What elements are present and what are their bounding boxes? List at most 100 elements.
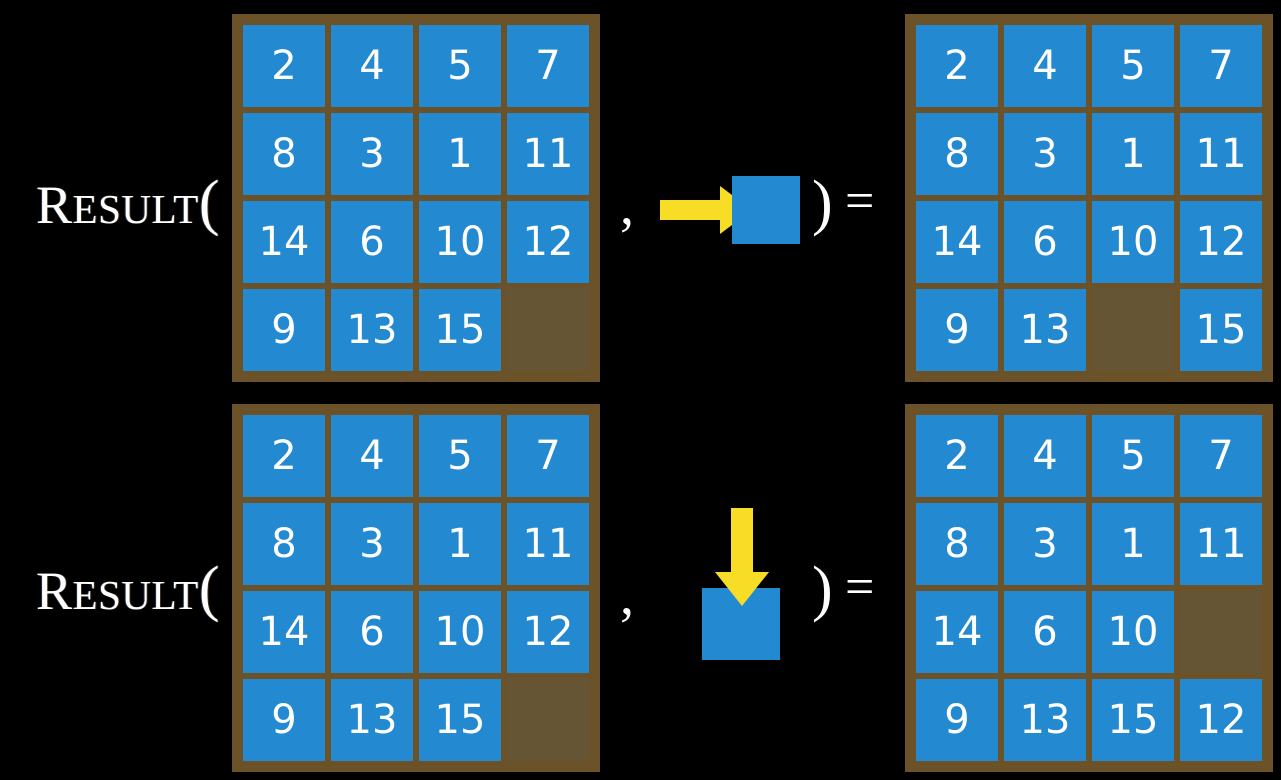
tile[interactable]: 2: [243, 25, 325, 107]
tile[interactable]: 7: [1180, 415, 1262, 497]
tile[interactable]: 4: [331, 25, 413, 107]
tile[interactable]: 13: [331, 289, 413, 371]
move-right-action: [648, 168, 808, 258]
tile[interactable]: 1: [419, 113, 501, 195]
tile[interactable]: 12: [1180, 201, 1262, 283]
tile[interactable]: 9: [916, 289, 998, 371]
input-board-row-1: 2 4 5 7 8 3 1 11 14 6 10 12 9 13 15: [232, 14, 600, 382]
tile[interactable]: 4: [1004, 415, 1086, 497]
result-label-row-2: RESULT(: [36, 558, 220, 622]
empty-cell[interactable]: [1180, 591, 1262, 673]
tile[interactable]: 3: [331, 503, 413, 585]
tile-number: 4: [1032, 43, 1058, 89]
tile[interactable]: 15: [1180, 289, 1262, 371]
tile[interactable]: 8: [243, 113, 325, 195]
tile[interactable]: 10: [1092, 591, 1174, 673]
empty-cell[interactable]: [1092, 289, 1174, 371]
tile[interactable]: 13: [1004, 679, 1086, 761]
tile-number: 2: [944, 43, 970, 89]
tile[interactable]: 5: [1092, 25, 1174, 107]
tile[interactable]: 14: [916, 591, 998, 673]
tile[interactable]: 9: [243, 289, 325, 371]
equation-row-2: RESULT( 2 4 5 7 8 3 1 11 14 6 10 12 9 13…: [0, 390, 1281, 780]
comma-separator-row-2: ,: [620, 565, 634, 627]
tile[interactable]: 6: [331, 591, 413, 673]
tile-number: 9: [271, 697, 297, 743]
tile-number: 7: [1208, 43, 1234, 89]
tile[interactable]: 15: [419, 289, 501, 371]
tile-number: 10: [434, 219, 486, 265]
tile-number: 9: [944, 307, 970, 353]
tile-number: 7: [535, 43, 561, 89]
tile[interactable]: 15: [1092, 679, 1174, 761]
tile-number: 13: [346, 307, 398, 353]
tile[interactable]: 3: [331, 113, 413, 195]
tile[interactable]: 6: [1004, 591, 1086, 673]
tile[interactable]: 5: [419, 415, 501, 497]
tile[interactable]: 11: [1180, 113, 1262, 195]
tile-number: 14: [258, 609, 310, 655]
tile[interactable]: 8: [916, 503, 998, 585]
tile[interactable]: 8: [916, 113, 998, 195]
tile-number: 8: [944, 521, 970, 567]
tile[interactable]: 5: [1092, 415, 1174, 497]
tile[interactable]: 15: [419, 679, 501, 761]
tile[interactable]: 1: [1092, 113, 1174, 195]
empty-cell[interactable]: [507, 289, 589, 371]
output-board-row-1: 2 4 5 7 8 3 1 11 14 6 10 12 9 13 15: [905, 14, 1273, 382]
tile[interactable]: 12: [1180, 679, 1262, 761]
result-rest-letters: ESULT: [72, 572, 199, 618]
tile[interactable]: 4: [1004, 25, 1086, 107]
tile-number: 10: [1107, 609, 1159, 655]
tile[interactable]: 7: [507, 25, 589, 107]
tile[interactable]: 6: [331, 201, 413, 283]
tile-number: 3: [1032, 131, 1058, 177]
tile[interactable]: 8: [243, 503, 325, 585]
tile[interactable]: 12: [507, 591, 589, 673]
tile[interactable]: 13: [1004, 289, 1086, 371]
tile-number: 8: [944, 131, 970, 177]
tile-number: 12: [1195, 219, 1247, 265]
empty-cell[interactable]: [507, 679, 589, 761]
moving-tile[interactable]: [732, 176, 800, 244]
tile[interactable]: 5: [419, 25, 501, 107]
equation-row-1: RESULT( RESULT( 2 4 5 7 8 3 1 11 14 6 10…: [36, 14, 1273, 382]
tile[interactable]: 10: [1092, 201, 1174, 283]
tile[interactable]: 10: [419, 201, 501, 283]
tile[interactable]: 1: [419, 503, 501, 585]
tile[interactable]: 14: [243, 591, 325, 673]
tile[interactable]: 1: [1092, 503, 1174, 585]
tile[interactable]: 2: [916, 25, 998, 107]
tile[interactable]: 2: [243, 415, 325, 497]
tile[interactable]: 3: [1004, 113, 1086, 195]
tile[interactable]: 4: [331, 415, 413, 497]
tile[interactable]: 9: [243, 679, 325, 761]
tile[interactable]: 13: [331, 679, 413, 761]
tile[interactable]: 9: [916, 679, 998, 761]
tile-number: 12: [522, 609, 574, 655]
tile-number: 12: [1195, 697, 1247, 743]
comma-separator-row-1: ,: [620, 175, 634, 237]
tile[interactable]: 11: [507, 503, 589, 585]
tile[interactable]: 2: [916, 415, 998, 497]
tile[interactable]: 12: [507, 201, 589, 283]
tile[interactable]: 7: [507, 415, 589, 497]
tile-number: 4: [359, 43, 385, 89]
tile-number: 3: [1032, 521, 1058, 567]
tile-number: 5: [1120, 433, 1146, 479]
tile[interactable]: 14: [916, 201, 998, 283]
tile-number: 11: [1195, 131, 1247, 177]
tile-number: 13: [1019, 697, 1071, 743]
tile[interactable]: 11: [1180, 503, 1262, 585]
tile[interactable]: 7: [1180, 25, 1262, 107]
tile-number: 3: [359, 521, 385, 567]
tile[interactable]: 3: [1004, 503, 1086, 585]
move-down-action: [690, 500, 820, 670]
output-board-row-2: 2 4 5 7 8 3 1 11 14 6 10 9 13 15 12: [905, 404, 1273, 772]
result-initial-letter: R: [36, 561, 73, 621]
tile-number: 10: [434, 609, 486, 655]
tile[interactable]: 11: [507, 113, 589, 195]
tile[interactable]: 6: [1004, 201, 1086, 283]
tile[interactable]: 14: [243, 201, 325, 283]
tile[interactable]: 10: [419, 591, 501, 673]
